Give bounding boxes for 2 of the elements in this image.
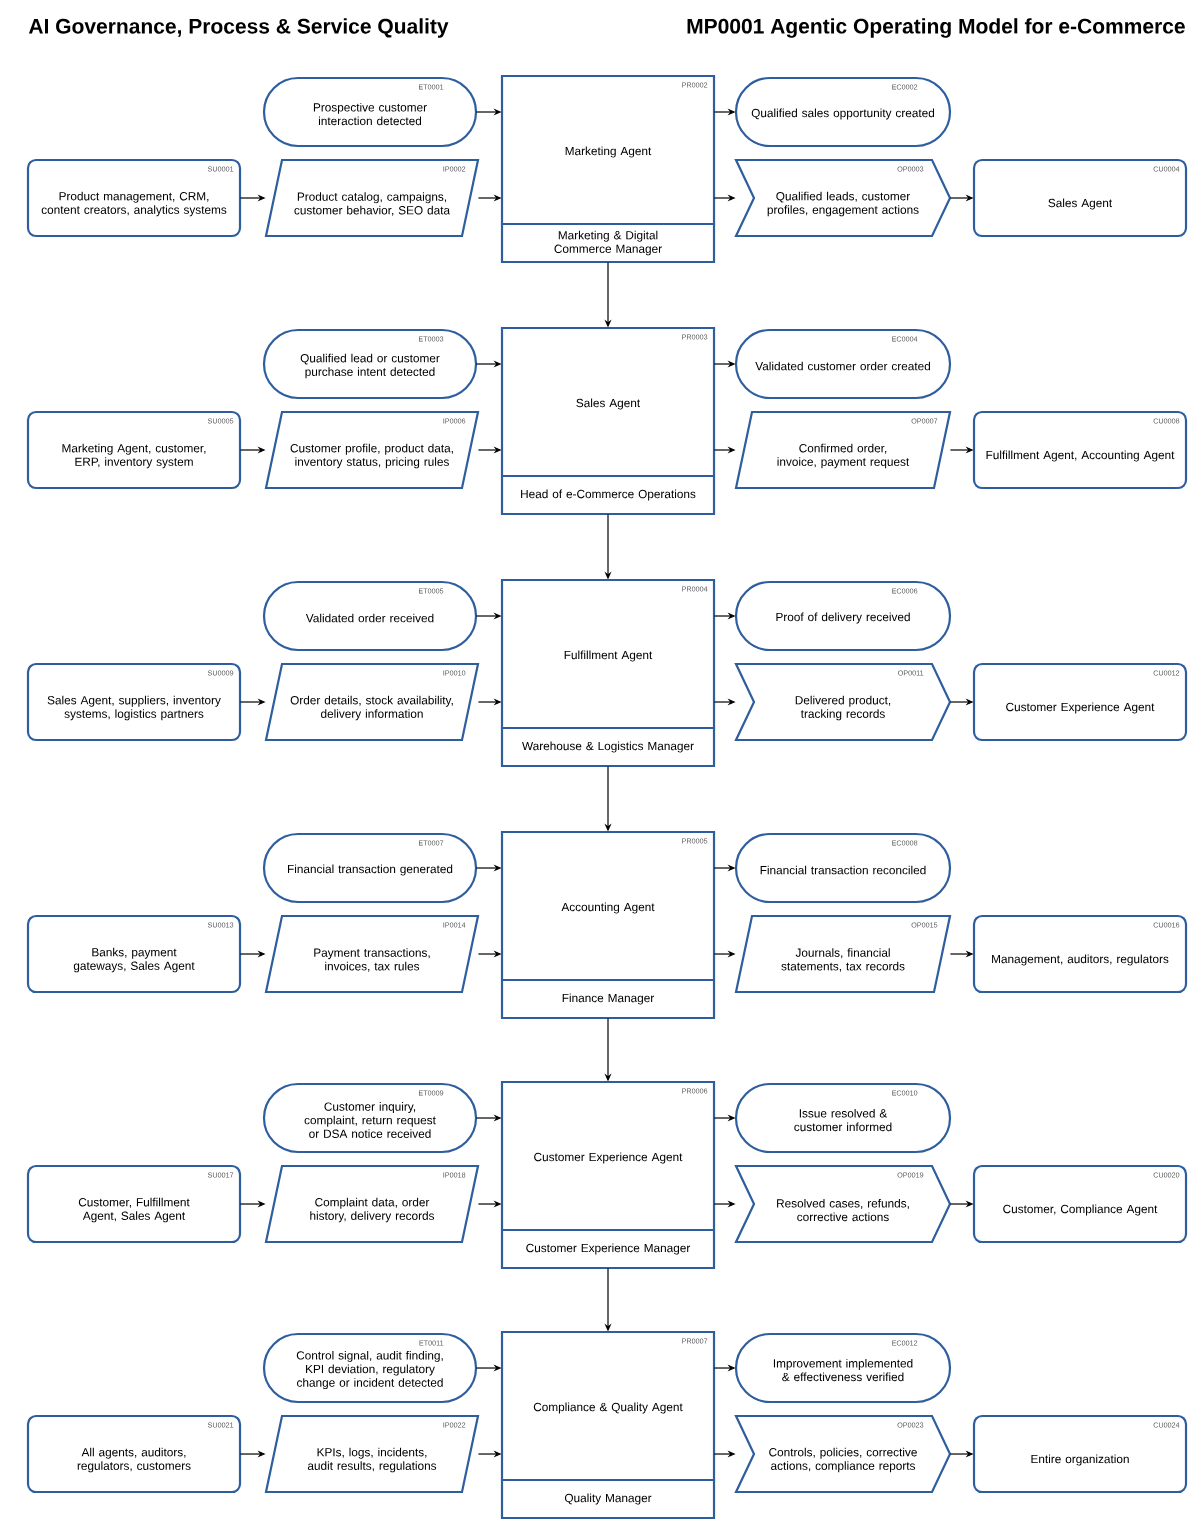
heading: AI Governance, Process & Service Quality (28, 18, 449, 38)
title: MP0001 Agentic Operating Model for e-Commerce (687, 18, 1185, 38)
